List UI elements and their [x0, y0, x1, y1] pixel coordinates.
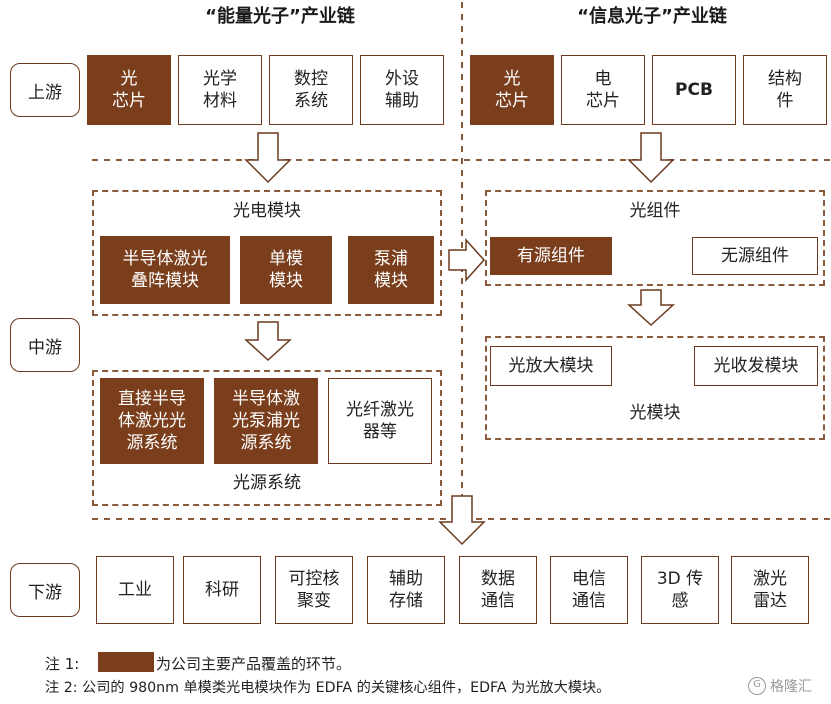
group-title-optical-module: 光模块 — [629, 403, 681, 423]
component-box: 无源组件 — [692, 237, 818, 275]
group-optical-component — [485, 190, 825, 286]
arrow-down-left-2 — [244, 321, 292, 362]
optical-module-box: 光收发模块 — [694, 346, 818, 386]
module-box: 半导体激光 叠阵模块 — [100, 236, 230, 304]
downstream-box: 可控核 聚变 — [275, 556, 353, 624]
group-title-photoelectric-module: 光电模块 — [233, 201, 301, 221]
light-source-box: 直接半导 体激光光 源系统 — [100, 378, 204, 464]
group-optical-module — [485, 336, 825, 440]
downstream-box: 电信 通信 — [550, 556, 628, 624]
module-box: 泵浦 模块 — [348, 236, 434, 304]
downstream-box: 工业 — [96, 556, 174, 624]
upstream-right-box: 结构 件 — [743, 55, 827, 125]
component-box: 有源组件 — [490, 237, 612, 275]
arrow-down-left-1 — [244, 132, 292, 184]
stage-upstream: 上游 — [10, 63, 80, 117]
light-source-box: 光纤激光 器等 — [328, 378, 432, 464]
light-source-box: 半导体激 光泵浦光 源系统 — [214, 378, 318, 464]
watermark-text: 格隆汇 — [770, 679, 812, 695]
watermark-logo-icon: G — [748, 677, 766, 695]
group-photoelectric-module — [92, 190, 442, 316]
note-1-prefix: 注 1: — [45, 655, 80, 673]
group-light-source-system — [92, 370, 442, 506]
downstream-box: 3D 传 感 — [641, 556, 719, 624]
upstream-left-box: 光 芯片 — [87, 55, 171, 125]
downstream-box: 辅助 存储 — [367, 556, 445, 624]
stage-downstream: 下游 — [10, 563, 80, 617]
group-title-optical-component: 光组件 — [629, 201, 681, 221]
upstream-right-box: 电 芯片 — [561, 55, 645, 125]
upstream-left-box: 数控 系统 — [269, 55, 353, 125]
note-2: 注 2: 公司的 980nm 单模类光电模块作为 EDFA 的关键核心组件，ED… — [45, 680, 611, 696]
note-1-text: 为公司主要产品覆盖的环节。 — [156, 655, 352, 673]
optical-module-box: 光放大模块 — [490, 346, 612, 386]
watermark: G 格隆汇 — [748, 676, 812, 696]
upstream-right-box: 光 芯片 — [470, 55, 554, 125]
group-title-light-source-system: 光源系统 — [233, 473, 301, 493]
downstream-box: 科研 — [183, 556, 261, 624]
module-box: 单模 模块 — [240, 236, 332, 304]
stage-midstream: 中游 — [10, 318, 80, 372]
highlight-legend-swatch — [98, 652, 154, 672]
arrow-down-right-1 — [627, 132, 675, 184]
upstream-left-box: 外设 辅助 — [360, 55, 444, 125]
downstream-box: 激光 雷达 — [731, 556, 809, 624]
arrow-right-center — [448, 238, 486, 282]
header-info-photon: “信息光子”产业链 — [577, 6, 727, 27]
downstream-box: 数据 通信 — [459, 556, 537, 624]
upstream-right-box: PCB — [652, 55, 736, 125]
upstream-left-box: 光学 材料 — [178, 55, 262, 125]
arrow-down-center — [438, 495, 486, 546]
header-energy-photon: “能量光子”产业链 — [205, 6, 355, 27]
arrow-down-right-2 — [627, 289, 675, 327]
